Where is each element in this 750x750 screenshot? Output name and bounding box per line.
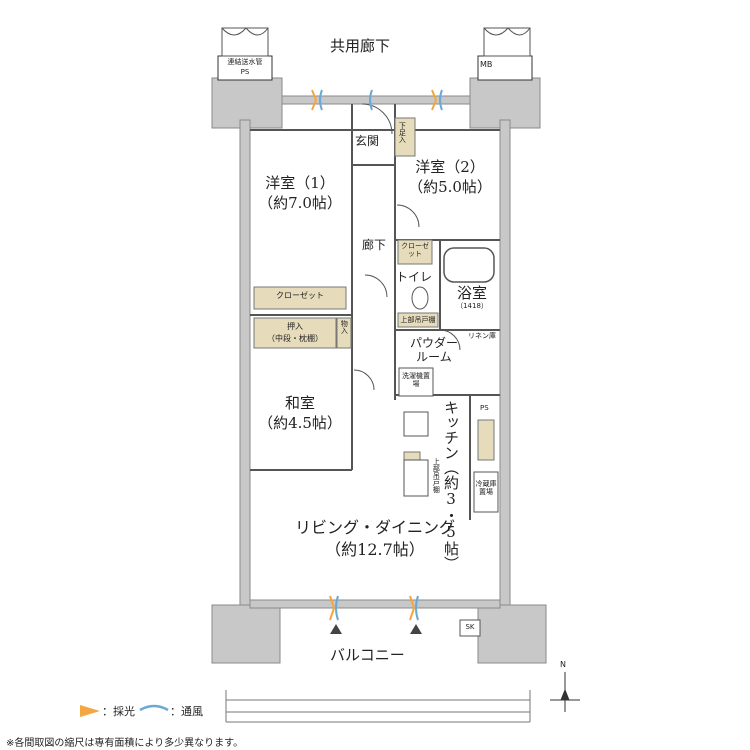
- front-door: [361, 103, 393, 135]
- storage-box: [336, 317, 352, 349]
- kitchen-label: キッチン（約3・5帖）: [442, 400, 460, 571]
- closet-wide-label: クローゼット: [276, 291, 324, 300]
- living-name: リビング・ダイニング: [294, 518, 455, 537]
- japanese-name: 和室: [284, 394, 315, 412]
- entry-arrow-right: [410, 624, 422, 634]
- closets: [253, 117, 495, 473]
- fridge-box: [473, 471, 499, 513]
- oshiire: [253, 317, 337, 349]
- door-western2: [396, 204, 420, 228]
- upper-cabinet-toilet: [397, 312, 439, 328]
- closet-small-label: クローゼット: [401, 242, 429, 259]
- structure-walls: [211, 77, 547, 664]
- wall-bottom: [249, 599, 501, 609]
- column-bottom-right: [477, 604, 547, 664]
- powder-line1: パウダー: [409, 336, 458, 350]
- shoe-closet: [394, 117, 416, 157]
- sk-box: [459, 619, 481, 637]
- western1-name: 洋室（1）: [265, 174, 335, 192]
- kitchen-stove: [403, 411, 429, 437]
- oshiire-sub: （中段・枕棚）: [267, 334, 323, 343]
- closet-wide: [253, 286, 347, 310]
- north-label: N: [560, 660, 566, 669]
- ps-top-label: PS: [240, 68, 250, 76]
- scale-note: ※各間取図の縮尺は専有面積により多少異なります。: [6, 738, 244, 749]
- balcony-rail: [225, 690, 531, 723]
- top-vents: [221, 27, 531, 57]
- bathtub: [443, 247, 495, 283]
- bath-size: （1418）: [456, 302, 488, 310]
- ps-box-top: [217, 55, 273, 81]
- kitchen-ps-label: PS: [480, 404, 489, 412]
- japanese-size: （約4.5帖）: [258, 414, 342, 432]
- top-window-symbols: [311, 89, 443, 111]
- genkan-label: 玄関: [355, 134, 380, 148]
- powder-line2: ルーム: [416, 350, 452, 364]
- ps-top-sub-label: 連結送水管: [227, 58, 263, 66]
- wall-right: [499, 119, 511, 611]
- wall-top: [281, 95, 471, 105]
- upper-cabinet-kitchen-label: 上部吊戸棚: [432, 458, 441, 493]
- door-powder: [439, 329, 461, 351]
- balcony-label: バルコニー: [330, 646, 405, 664]
- linen-label: リネン庫: [468, 332, 496, 340]
- hallway-label: 廊下: [362, 238, 387, 252]
- door-western1: [364, 274, 388, 298]
- closet-small: [397, 239, 433, 265]
- upper-cabinet-toilet-label: 上部吊戸棚: [400, 316, 436, 324]
- toilet-label: トイレ: [396, 270, 433, 284]
- entry-arrow-left: [330, 624, 342, 634]
- doors: [353, 103, 461, 391]
- wind-icon: [139, 704, 169, 712]
- bottom-window-symbols: [329, 595, 422, 634]
- legend-light-label: ：採光: [102, 705, 135, 718]
- column-bottom-left: [211, 604, 281, 664]
- fridge-label: 冷蔵庫置場: [475, 480, 497, 497]
- storage-label: 物入: [340, 320, 349, 334]
- western2-name: 洋室（2）: [415, 158, 485, 176]
- corridor-label: 共用廊下: [330, 37, 391, 55]
- living-size: （約12.7帖）: [325, 540, 425, 559]
- washer-label: 洗濯機置場: [402, 372, 430, 389]
- shoe-closet-label: 下足入: [398, 122, 407, 143]
- kitchen-counter-right: [477, 419, 495, 461]
- western2-size: （約5.0帖）: [408, 178, 492, 196]
- legend-wind-label: ：通風: [170, 705, 203, 718]
- mb-box: [477, 55, 533, 81]
- toilet-bowl: [411, 286, 429, 310]
- wall-left: [239, 119, 251, 611]
- kitchen-sink: [403, 459, 429, 497]
- door-japanese: [353, 369, 375, 391]
- light-icon: [80, 705, 100, 717]
- washer-box: [398, 367, 434, 397]
- sk-label: SK: [465, 623, 475, 631]
- western1-size: （約7.0帖）: [258, 194, 342, 212]
- interior-walls: [250, 104, 500, 520]
- oshiire-name: 押入: [287, 322, 303, 331]
- compass-icon: [550, 672, 580, 712]
- bath-name: 浴室: [456, 284, 487, 302]
- mb-label: MB: [480, 60, 493, 69]
